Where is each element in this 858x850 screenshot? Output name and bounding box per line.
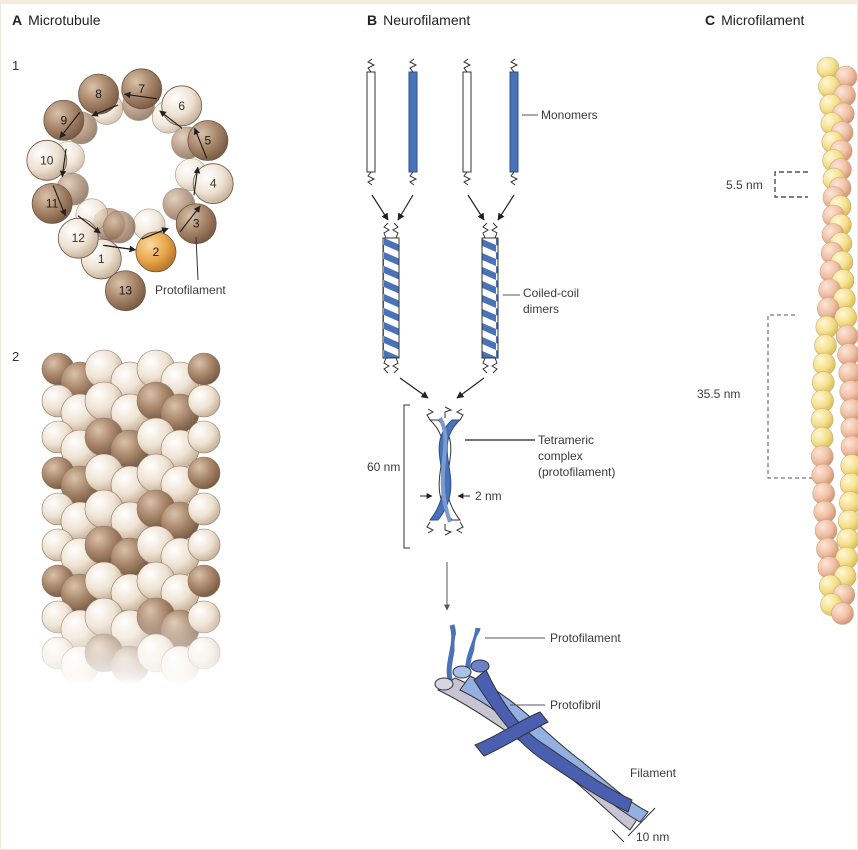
actin-helix [811,57,858,625]
filament-label: Filament [630,766,676,780]
cylinder-subunit [188,493,220,525]
ring-subunits [27,69,233,311]
tetrameric-complex [404,405,535,548]
coiled-coil-label-line2: dimers [523,302,559,316]
coiled-coil-label-line1: Coiled-coil [523,286,579,300]
large-scale-bracket [768,315,812,478]
subunit-number: 4 [210,177,217,191]
subunit-number: 1 [98,252,105,266]
subunit-number: 13 [119,284,133,298]
protofilament-label-b: Protofilament [550,631,621,645]
cylinder-subunit [188,565,220,597]
cylinder-subunit [188,529,220,561]
cylinder-subunit [188,421,220,453]
filament-assembly [435,625,655,842]
tetrameric-label-line3: (protofilament) [538,465,615,479]
subunit-number: 5 [205,134,212,148]
subunit-number: 7 [138,82,145,96]
subunit-number: 12 [72,231,86,245]
small-scale-label: 5.5 nm [726,178,763,192]
monomers-label: Monomers [541,108,598,122]
protofilament-label-a: Protofilament [155,283,226,297]
subpanel-a1-label: 1 [12,59,19,73]
panel-a-title-text: Microtubule [28,12,100,28]
subunit-number: 10 [40,153,54,167]
panel-c-title: C Microfilament [705,12,804,28]
diameter-tick-2 [612,830,624,842]
coiled-coil-dimers [383,223,520,373]
subunit-number: 6 [178,99,185,113]
tetramer-arrows [400,378,484,398]
panel-c-title-text: Microfilament [721,12,804,28]
cylinder-subunit [188,385,220,417]
subunit-number: 3 [193,217,200,231]
subunit-number: 2 [153,245,160,259]
panel-c-letter: C [705,12,715,28]
cylinder-subunit [188,457,220,489]
subunit-number: 9 [60,113,67,127]
rope-end-2 [453,666,471,678]
large-scale-label: 35.5 nm [697,387,740,401]
length-bracket [404,405,410,548]
panel-b-title-text: Neurofilament [383,12,470,28]
length-label: 60 nm [367,460,400,474]
rope-end-1 [435,678,453,690]
panel-b-title: B Neurofilament [367,12,470,28]
dimer-2 [482,238,498,358]
panel-a-title: A Microtubule [12,12,101,28]
protofibril-label: Protofibril [550,698,601,712]
monomer-4 [510,72,518,172]
dimer-arrows [372,195,514,220]
monomer-group [367,59,538,185]
monomer-1 [367,72,375,172]
panel-b-letter: B [367,12,377,28]
dimer-1 [383,238,399,358]
tetrameric-label-line1: Tetrameric [538,433,594,447]
diameter-label: 10 nm [636,830,669,844]
cylinder-subunit [188,353,220,385]
subpanel-a2-label: 2 [12,350,19,364]
dimer-tails [384,223,497,373]
subunit-number: 8 [95,87,102,101]
actin-monomer [832,603,854,625]
width-label: 2 nm [475,489,502,503]
cylinder-fade [40,610,230,685]
tetrameric-label-line2: complex [538,449,583,463]
rope-end-3 [471,660,489,672]
ring-inner-subunit [103,211,135,243]
small-scale-bracket [775,172,808,197]
monomer-3 [463,72,471,172]
monomer-2 [409,72,417,172]
panel-a-letter: A [12,12,22,28]
monomer-tails [368,59,517,185]
subunit-number: 11 [46,196,59,210]
